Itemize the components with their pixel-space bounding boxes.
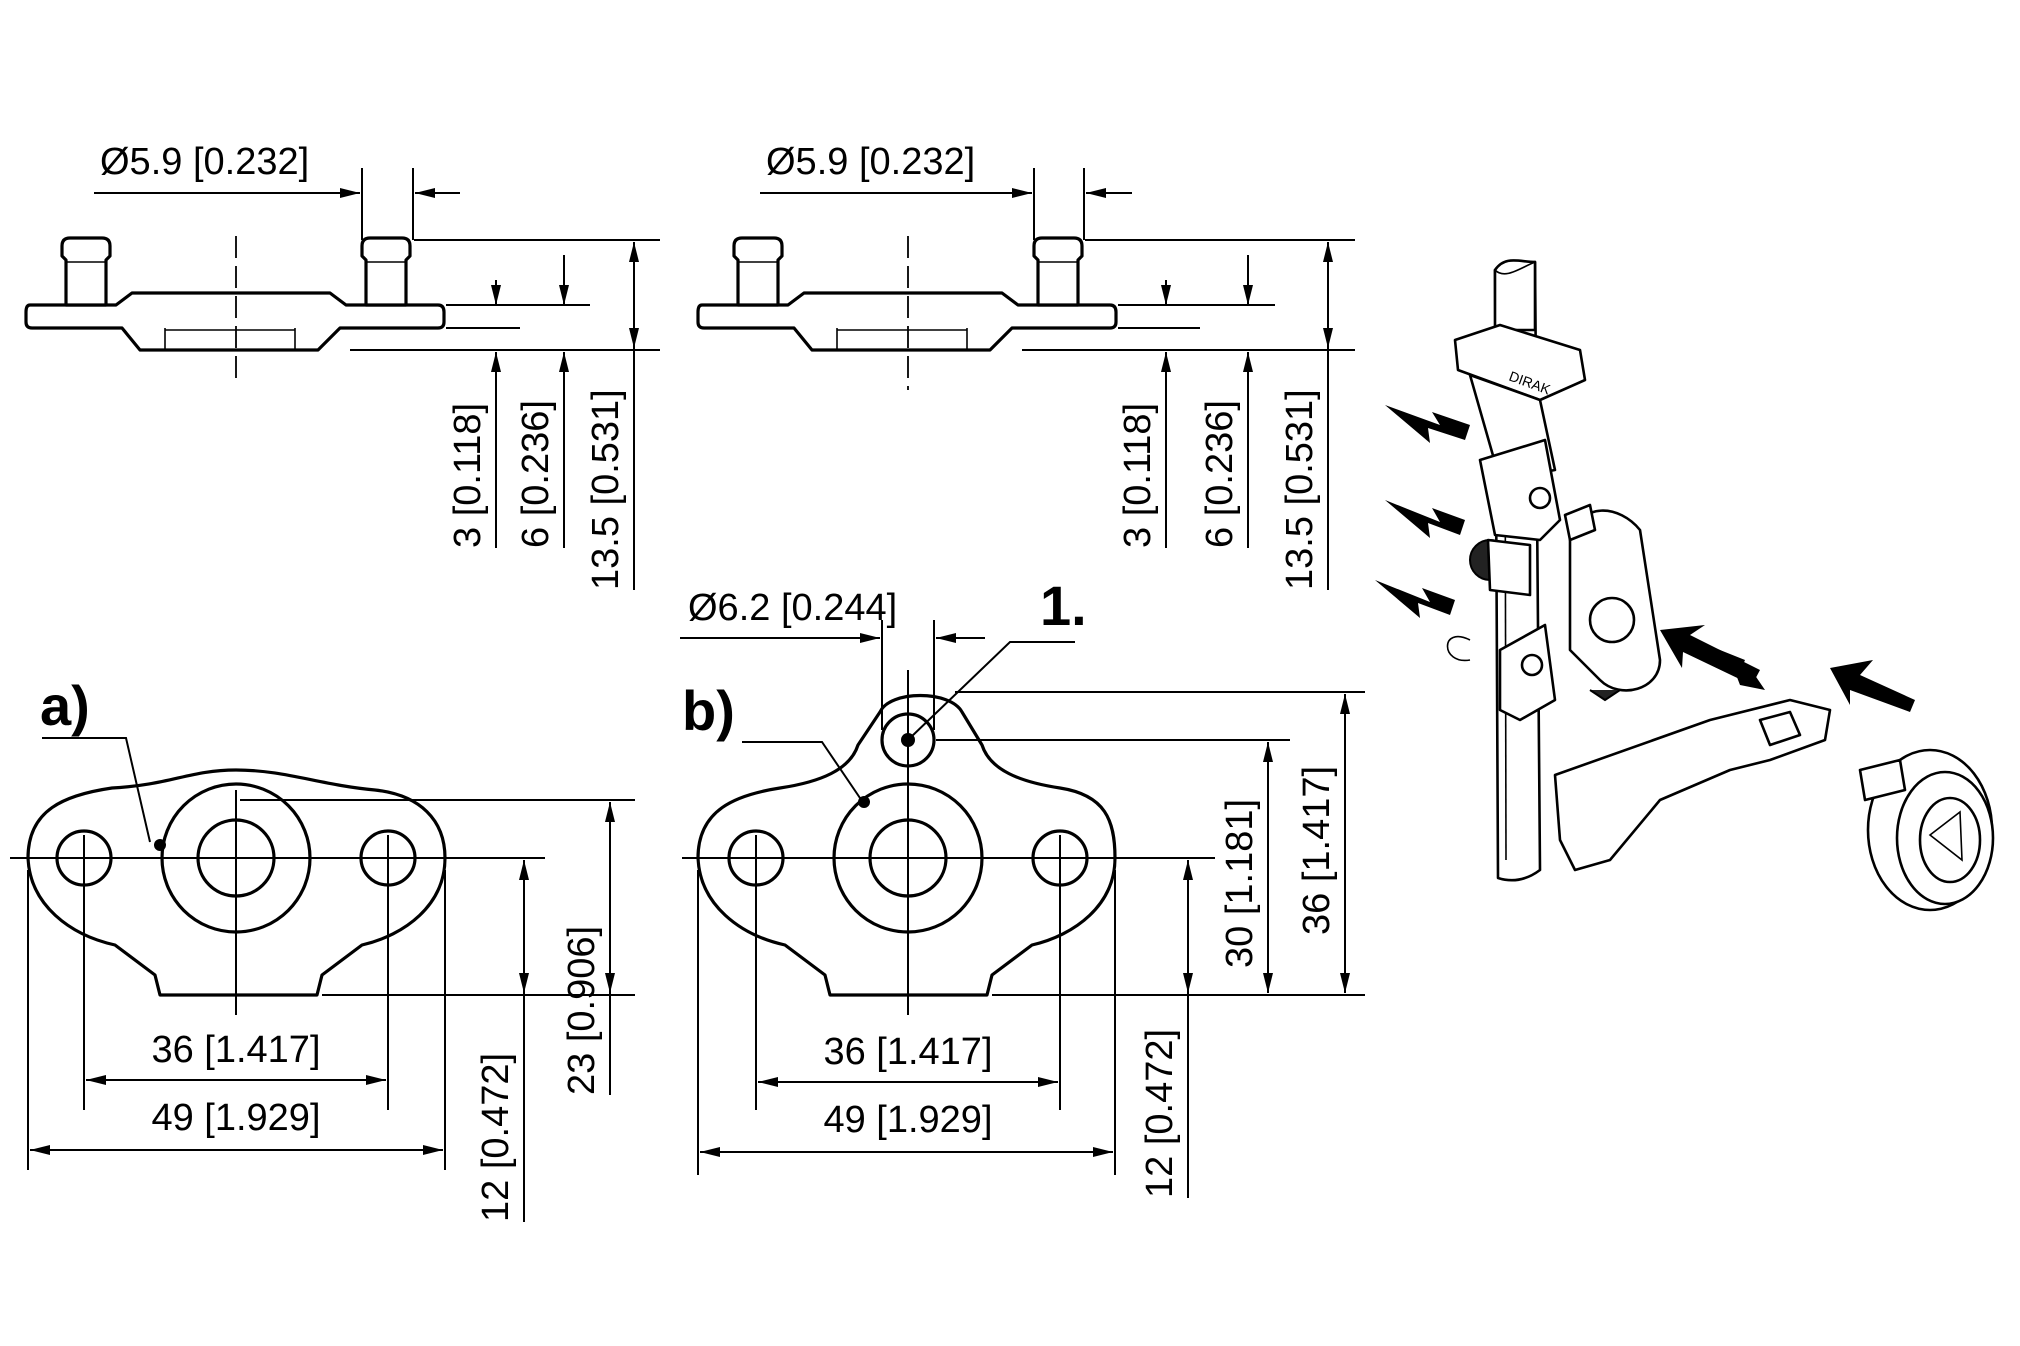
b-height-30-label: 30 [1.181] [1219,799,1261,968]
a-height-12-label: 12 [0.472] [475,1053,517,1222]
b-pin-diameter-label: Ø5.9 [0.232] [766,141,975,183]
b-height-36-label: 36 [1.417] [1296,766,1338,935]
b-hole-diameter-label: Ø6.2 [0.244] [688,587,897,629]
side-view-a [24,168,660,590]
a-height-13-5-label: 13.5 [0.531] [585,389,627,590]
a-pin-diameter-label: Ø5.9 [0.232] [100,141,309,183]
side-view-b [696,168,1355,590]
a-width-49-label: 49 [1.929] [151,1097,320,1139]
a-height-6-label: 6 [0.236] [515,400,557,548]
b-width-49-label: 49 [1.929] [823,1099,992,1141]
isometric-assembly-illustration: DIRAK [1375,259,1995,912]
b-height-6-label: 6 [0.236] [1199,400,1241,548]
b-height-3-label: 3 [0.118] [1117,403,1159,548]
plan-view-b [680,620,1365,1198]
a-height-3-label: 3 [0.118] [447,403,489,548]
b-width-36-label: 36 [1.417] [823,1031,992,1073]
b-height-13-5-label: 13.5 [0.531] [1279,389,1321,590]
part-a-label: a) [40,674,90,737]
a-height-23-label: 23 [0.906] [561,926,603,1095]
b-height-12-label: 12 [0.472] [1139,1029,1181,1198]
plan-view-a [10,737,635,1222]
a-width-36-label: 36 [1.417] [151,1029,320,1071]
callout-1-label: 1. [1040,574,1087,637]
part-b-label: b) [682,679,735,742]
